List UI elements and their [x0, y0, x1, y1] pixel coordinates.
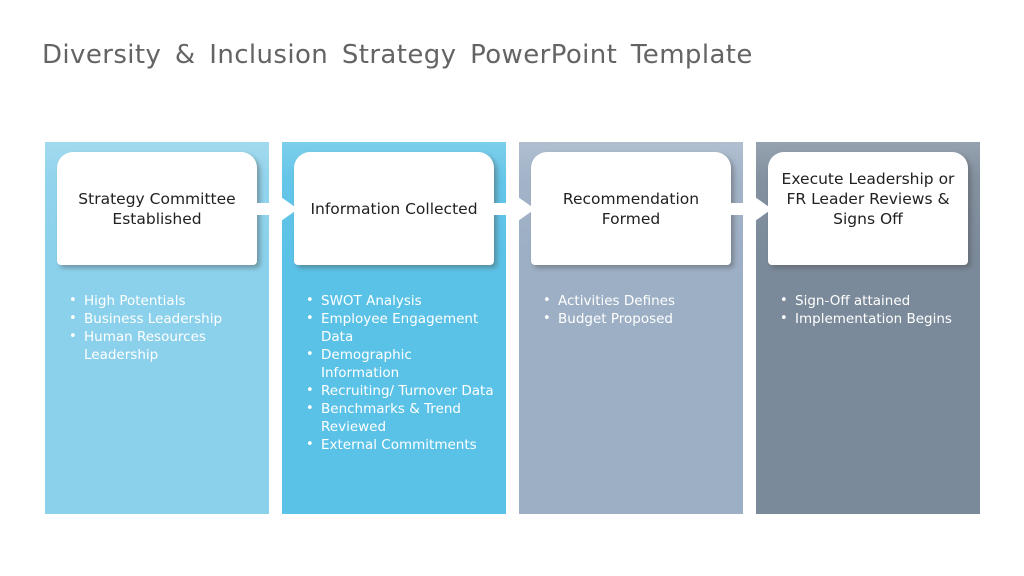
bullet-item: Employee Engagement Data [304, 310, 494, 346]
bullet-item: Implementation Begins [778, 310, 968, 328]
stage-column-4: Execute Leadership or FR Leader Reviews … [756, 142, 980, 514]
stage-4-header-card: Execute Leadership or FR Leader Reviews … [768, 152, 968, 265]
bullet-item: Demographic Information [304, 346, 494, 382]
bullet-item: Sign-Off attained [778, 292, 968, 310]
stage-3-bullet-list: Activities Defines Budget Proposed [541, 292, 731, 328]
bullet-item: Human Resources Leadership [67, 328, 257, 364]
bullet-item: SWOT Analysis [304, 292, 494, 310]
stage-4-header: Execute Leadership or FR Leader Reviews … [781, 169, 955, 228]
stage-1-header: Strategy Committee Established [78, 189, 236, 228]
stage-column-2: Information Collected SWOT Analysis Empl… [282, 142, 506, 514]
bullet-item: Business Leadership [67, 310, 257, 328]
stage-column-3: Recommendation Formed Activities Defines… [519, 142, 743, 514]
stage-3-header: Recommendation Formed [562, 189, 700, 228]
bullet-item: Recruiting/ Turnover Data [304, 382, 494, 400]
stage-4-bullet-list: Sign-Off attained Implementation Begins [778, 292, 968, 328]
stage-2-header-card: Information Collected [294, 152, 494, 265]
bullet-item: Budget Proposed [541, 310, 731, 328]
stage-1-bullet-list: High Potentials Business Leadership Huma… [67, 292, 257, 364]
stage-3-header-card: Recommendation Formed [531, 152, 731, 265]
stage-1-header-card: Strategy Committee Established [57, 152, 257, 265]
bullet-item: Activities Defines [541, 292, 731, 310]
bullet-item: Benchmarks & Trend Reviewed [304, 400, 494, 436]
stage-2-header: Information Collected [310, 199, 478, 218]
stage-2-bullet-list: SWOT Analysis Employee Engagement Data D… [304, 292, 494, 454]
stage-column-1: Strategy Committee Established High Pote… [45, 142, 269, 514]
bullet-item: External Commitments [304, 436, 494, 454]
bullet-item: High Potentials [67, 292, 257, 310]
page-title: Diversity & Inclusion Strategy PowerPoin… [42, 40, 753, 70]
